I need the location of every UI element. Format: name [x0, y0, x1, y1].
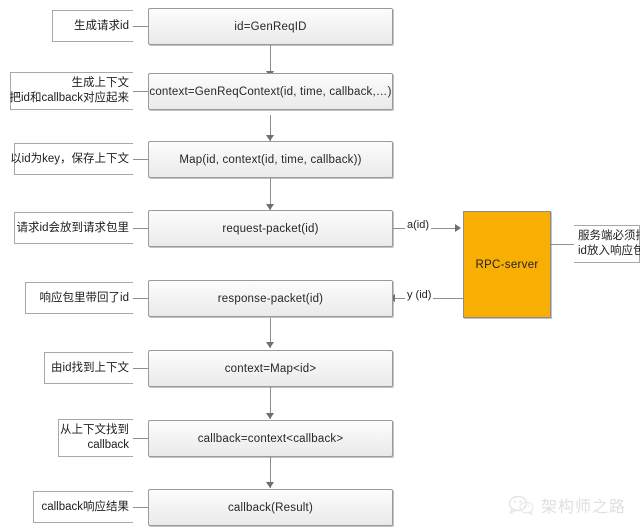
note-step-3-text: 以id为key，保存上下文: [10, 152, 129, 165]
note-rpc-server-line1: 服务端必须把: [578, 230, 640, 242]
connector-step3-step4: [270, 178, 271, 210]
connector-note1: [133, 26, 148, 27]
note-step-7-line1: 从上下文找到: [60, 424, 129, 436]
note-step-7-line2: callback: [87, 439, 129, 451]
wechat-icon: [508, 495, 534, 516]
connector-note7: [133, 438, 148, 439]
note-step-6-text: 由id找到上下文: [51, 361, 129, 374]
watermark-text: 架构师之路: [540, 499, 626, 516]
step-box-3[interactable]: Map(id, context(id, time, callback)): [148, 141, 393, 178]
note-step-5-text: 响应包里带回了id: [39, 291, 129, 304]
note-step-2-line2: 把id和callback对应起来: [9, 92, 130, 104]
note-step-8-text: callback响应结果: [41, 500, 129, 513]
connector-note5: [133, 298, 148, 299]
connector-note4: [133, 228, 148, 229]
arrow-step5-step6: [266, 342, 274, 348]
note-step-8: callback响应结果: [33, 491, 133, 523]
note-step-2-line1: 生成上下文: [71, 77, 130, 89]
arrow-step2-step3: [266, 135, 274, 141]
note-step-2: 生成上下文 把id和callback对应起来: [10, 72, 133, 110]
note-step-5: 响应包里带回了id: [25, 282, 133, 314]
connector-note8: [133, 507, 148, 508]
rpc-server-box[interactable]: RPC-server: [463, 211, 551, 318]
arrow-step3-step4: [266, 204, 274, 210]
connector-note3: [133, 159, 148, 160]
connector-step7-step8: [270, 457, 271, 488]
step-box-6[interactable]: context=Map<id>: [148, 350, 393, 387]
connector-step1-step2: [270, 45, 271, 77]
step-box-4[interactable]: request-packet(id): [148, 210, 393, 247]
step-box-2[interactable]: context=GenReqContext(id, time, callback…: [148, 73, 393, 110]
step-box-1[interactable]: id=GenReqID: [148, 8, 393, 45]
note-step-1: 生成请求id: [52, 10, 133, 42]
note-step-1-text: 生成请求id: [74, 19, 129, 32]
connector-step2-step3: [270, 115, 271, 141]
arrow-step7-step8: [266, 482, 274, 488]
connector-note2: [133, 91, 148, 92]
step-box-7[interactable]: callback=context<callback>: [148, 420, 393, 457]
connector-step6-step7: [270, 387, 271, 419]
note-step-4: 请求id会放到请求包里: [14, 212, 133, 244]
arrow-request: [455, 224, 461, 232]
note-step-7: 从上下文找到 callback: [58, 419, 133, 457]
watermark: 架构师之路: [508, 493, 626, 517]
note-rpc-server-line2: id放入响应包: [578, 245, 640, 257]
step-box-8[interactable]: callback(Result): [148, 489, 393, 526]
edge-label-response: y (id): [405, 289, 434, 301]
connector-note6: [133, 368, 148, 369]
connector-step5-step6: [270, 318, 271, 348]
note-step-3: 以id为key，保存上下文: [10, 143, 133, 175]
note-step-6: 由id找到上下文: [44, 352, 133, 384]
edge-label-request: a(id): [405, 219, 432, 231]
connector-server-note: [551, 244, 574, 245]
note-step-4-text: 请求id会放到请求包里: [16, 221, 129, 234]
arrow-step6-step7: [266, 413, 274, 419]
note-rpc-server: 服务端必须把 id放入响应包: [574, 225, 640, 263]
step-box-5[interactable]: response-packet(id): [148, 280, 393, 317]
